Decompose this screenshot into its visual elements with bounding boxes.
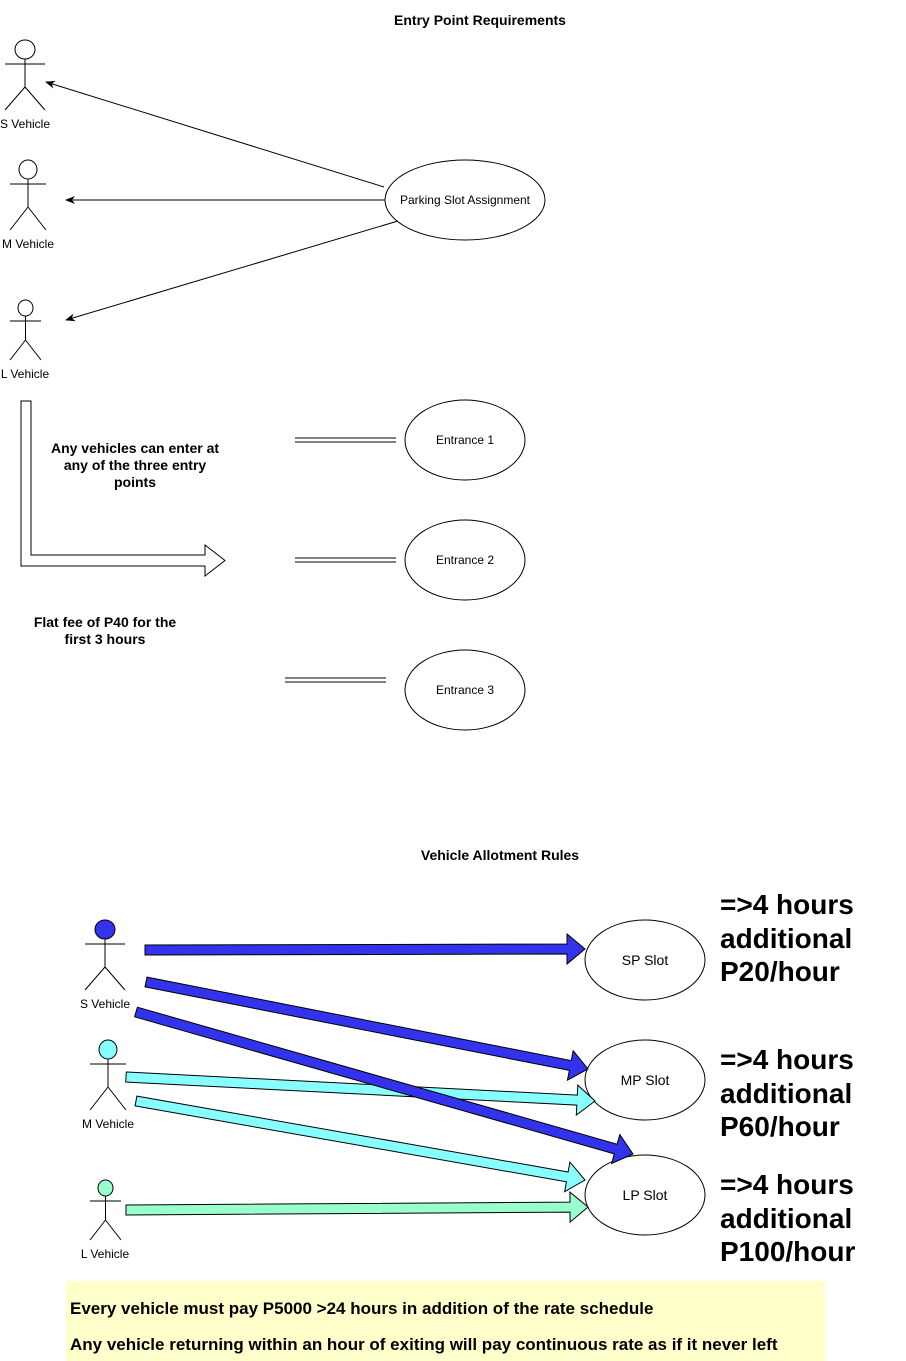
entrance-3-label: Entrance 3 bbox=[435, 683, 495, 697]
actor-s-vehicle-bottom[interactable] bbox=[84, 919, 126, 991]
entrance-3-connector bbox=[285, 677, 386, 683]
mp-rate-text: =>4 hours additional P60/hour bbox=[720, 1043, 854, 1144]
actor-l-vehicle-bottom[interactable] bbox=[89, 1179, 122, 1241]
mp-rate-line-1: =>4 hours bbox=[720, 1044, 854, 1075]
sp-rate-text: =>4 hours additional P20/hour bbox=[720, 888, 854, 989]
entrance-1-connector bbox=[295, 437, 396, 443]
arrow-s-to-mp bbox=[144, 976, 589, 1082]
arrow-s-to-lp bbox=[133, 1006, 634, 1165]
actor-s-vehicle-top[interactable] bbox=[4, 39, 46, 111]
sp-slot-ellipse[interactable] bbox=[584, 919, 706, 1001]
actor-label-s-vehicle-top: S Vehicle bbox=[0, 117, 51, 131]
arrow-l-to-lp bbox=[125, 1191, 589, 1224]
parking-slot-assignment-label: Parking Slot Assignment bbox=[399, 193, 531, 207]
footer-line-2: Any vehicle returning within an hour of … bbox=[70, 1335, 778, 1354]
actor-label-m-vehicle-bottom: M Vehicle bbox=[81, 1117, 135, 1131]
entrance-2-label: Entrance 2 bbox=[435, 553, 495, 567]
lp-slot-ellipse[interactable] bbox=[584, 1154, 706, 1236]
mp-slot-ellipse[interactable] bbox=[584, 1039, 706, 1121]
arrow-to-l-vehicle bbox=[65, 220, 399, 322]
entry-requirements-title: Entry Point Requirements bbox=[394, 12, 566, 28]
lp-rate-text: =>4 hours additional P100/hour bbox=[720, 1168, 855, 1269]
entrance-3-ellipse[interactable] bbox=[404, 649, 526, 731]
lp-rate-line-1: =>4 hours bbox=[720, 1169, 854, 1200]
lp-rate-line-3: P100/hour bbox=[720, 1236, 856, 1267]
mp-rate-line-3: P60/hour bbox=[720, 1111, 840, 1142]
entrance-2-ellipse[interactable] bbox=[404, 519, 526, 601]
footer-line-1: Every vehicle must pay P5000 >24 hours i… bbox=[70, 1299, 654, 1318]
actor-label-m-vehicle-top: M Vehicle bbox=[1, 237, 55, 251]
arrow-m-to-lp bbox=[134, 1095, 586, 1193]
mp-slot-label: MP Slot bbox=[620, 1072, 670, 1088]
footer-note-box: Every vehicle must pay P5000 >24 hours i… bbox=[66, 1281, 825, 1361]
mp-rate-line-2: additional bbox=[720, 1077, 853, 1109]
allotment-rules-title: Vehicle Allotment Rules bbox=[420, 847, 580, 863]
lp-slot-label: LP Slot bbox=[622, 1187, 668, 1203]
arrow-s-to-sp bbox=[144, 932, 586, 966]
actor-m-vehicle-bottom[interactable] bbox=[89, 1039, 127, 1111]
sp-rate-line-2: additional bbox=[720, 922, 853, 954]
actor-l-vehicle-top[interactable] bbox=[9, 299, 42, 361]
any-entry-note: Any vehicles can enter at any of the thr… bbox=[50, 440, 220, 490]
actor-label-s-vehicle-bottom: S Vehicle bbox=[79, 997, 131, 1011]
lp-rate-line-2: additional bbox=[720, 1202, 853, 1234]
sp-rate-line-3: P20/hour bbox=[720, 956, 840, 987]
bent-hollow-arrow bbox=[20, 400, 226, 578]
arrow-m-to-mp bbox=[125, 1071, 596, 1117]
actor-label-l-vehicle-bottom: L Vehicle bbox=[80, 1247, 130, 1261]
entrance-1-label: Entrance 1 bbox=[435, 433, 495, 447]
actor-label-l-vehicle-top: L Vehicle bbox=[0, 367, 50, 381]
sp-slot-label: SP Slot bbox=[621, 952, 669, 968]
entrance-1-ellipse[interactable] bbox=[404, 399, 526, 481]
entrance-2-connector bbox=[295, 557, 396, 563]
actor-m-vehicle-top[interactable] bbox=[9, 159, 47, 231]
arrow-to-s-vehicle bbox=[45, 80, 385, 188]
sp-rate-line-1: =>4 hours bbox=[720, 889, 854, 920]
flat-fee-note: Flat fee of P40 for the first 3 hours bbox=[33, 614, 177, 647]
